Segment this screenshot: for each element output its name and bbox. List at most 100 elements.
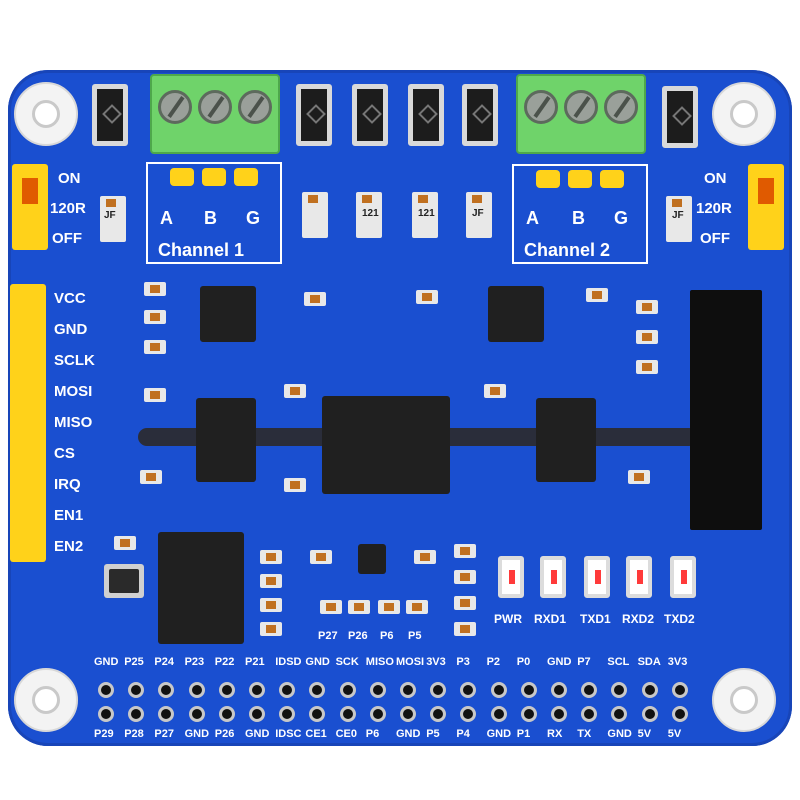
gpio-top-label: P24 bbox=[154, 656, 174, 668]
left-switch-120r: 120R bbox=[50, 200, 86, 217]
gpio-top-label: 3V3 bbox=[426, 656, 446, 668]
gpio-pin bbox=[671, 706, 688, 722]
channel-1-pin-a: A bbox=[160, 208, 173, 228]
left-switch-on: ON bbox=[58, 170, 81, 187]
channel-2-pin-g: G bbox=[614, 208, 629, 228]
resistor-mark: JF bbox=[104, 210, 116, 221]
gpio-pin bbox=[279, 682, 296, 698]
gpio-pin bbox=[339, 682, 356, 698]
gpio-bottom-label: CE0 bbox=[335, 728, 357, 740]
screw-icon bbox=[158, 90, 192, 124]
solder-pad bbox=[568, 170, 592, 188]
gpio-pin bbox=[671, 682, 688, 698]
header-label-cs: CS bbox=[54, 445, 75, 462]
channel-1-label: Channel 1 bbox=[158, 240, 245, 260]
header-label-miso: MISO bbox=[54, 414, 93, 431]
capacitor bbox=[284, 478, 306, 492]
gpio-bottom-label: P1 bbox=[516, 728, 531, 740]
solder-pad bbox=[170, 168, 194, 186]
left-switch-off: OFF bbox=[52, 230, 82, 247]
capacitor bbox=[454, 544, 476, 558]
gpio-pin bbox=[158, 682, 175, 698]
capacitor bbox=[144, 310, 166, 324]
capacitor bbox=[636, 330, 658, 344]
gpio-pin bbox=[460, 682, 477, 698]
capacitor bbox=[144, 282, 166, 296]
capacitor bbox=[144, 388, 166, 402]
gpio-pin bbox=[218, 706, 235, 722]
gpio-pin bbox=[309, 682, 326, 698]
crystal-oscillator bbox=[104, 564, 144, 598]
gpio-pin bbox=[490, 706, 507, 722]
right-switch-off: OFF bbox=[700, 230, 730, 247]
gpio-pin bbox=[158, 706, 175, 722]
gpio-bottom-label: GND bbox=[184, 728, 210, 740]
termination-jumper-right bbox=[748, 164, 784, 250]
capacitor bbox=[484, 384, 506, 398]
gpio-top-label: IDSD bbox=[275, 656, 302, 668]
optocoupler-1 bbox=[196, 398, 256, 482]
header-label-sclk: SCLK bbox=[54, 352, 95, 369]
tvs-diode bbox=[92, 84, 128, 146]
gpio-bottom-label: GND bbox=[396, 728, 421, 740]
led-label-txd2: TXD2 bbox=[664, 612, 695, 626]
gpio-bottom-label: 5V bbox=[667, 728, 682, 740]
screw-icon bbox=[238, 90, 272, 124]
gpio-pin bbox=[611, 706, 628, 722]
capacitor bbox=[628, 470, 650, 484]
gpio-top-label: SDA bbox=[637, 656, 661, 668]
resistor-mark: JF bbox=[672, 210, 684, 221]
isolator-chip bbox=[322, 396, 450, 494]
gpio-top-label: P23 bbox=[184, 656, 205, 668]
mounting-hole-top-right bbox=[712, 82, 776, 146]
gpio-top-label: P21 bbox=[245, 656, 265, 668]
solder-pad bbox=[202, 168, 226, 186]
pad-label-p5: P5 bbox=[408, 630, 422, 642]
gpio-top-label: MOSI bbox=[396, 656, 425, 668]
gpio-pin bbox=[128, 706, 145, 722]
gpio-top-label: P25 bbox=[124, 656, 144, 668]
led-txd1 bbox=[584, 556, 610, 598]
capacitor bbox=[260, 622, 282, 636]
channel-2-pin-b: B bbox=[572, 208, 585, 228]
mounting-hole-bottom-right bbox=[712, 668, 776, 732]
pad-p6 bbox=[378, 600, 400, 614]
solder-pad bbox=[234, 168, 258, 186]
solder-pad bbox=[536, 170, 560, 188]
resistor bbox=[466, 192, 492, 238]
gpio-pin bbox=[369, 706, 386, 722]
resistor bbox=[302, 192, 328, 238]
gpio-pin bbox=[400, 706, 416, 722]
gpio-pin bbox=[249, 706, 265, 722]
pad-label-p6: P6 bbox=[380, 630, 394, 642]
spi-uart-chip bbox=[158, 532, 244, 644]
led-label-pwr: PWR bbox=[494, 612, 522, 626]
capacitor bbox=[260, 550, 282, 564]
gpio-pin bbox=[400, 682, 416, 698]
gpio-bottom-label: P26 bbox=[214, 728, 235, 740]
resistor bbox=[100, 196, 126, 242]
gpio-bottom-label: GND bbox=[607, 728, 632, 740]
gpio-top-label: SCL bbox=[607, 656, 630, 668]
gpio-pin bbox=[430, 706, 447, 722]
capacitor bbox=[284, 384, 306, 398]
gpio-top-label: 3V3 bbox=[667, 656, 688, 668]
channel-1-pin-g: G bbox=[246, 208, 261, 228]
gpio-bottom-label: P28 bbox=[124, 728, 144, 740]
resistor bbox=[412, 192, 438, 238]
gpio-bottom-label: GND bbox=[245, 728, 270, 740]
led-pwr bbox=[498, 556, 524, 598]
pad-p26 bbox=[348, 600, 370, 614]
header-label-en1: EN1 bbox=[54, 507, 84, 524]
shield-pad bbox=[690, 290, 762, 530]
gpio-pin bbox=[98, 706, 114, 722]
gpio-pin bbox=[188, 682, 205, 698]
channel-2-label: Channel 2 bbox=[524, 240, 611, 260]
channel-1-pin-b: B bbox=[204, 208, 217, 228]
gpio-pin bbox=[460, 706, 477, 722]
gpio-bottom-label: P5 bbox=[426, 728, 440, 740]
capacitor bbox=[140, 470, 162, 484]
gpio-bottom-label: RX bbox=[547, 728, 563, 740]
right-switch-120r: 120R bbox=[696, 200, 732, 217]
gpio-pin bbox=[641, 682, 658, 698]
